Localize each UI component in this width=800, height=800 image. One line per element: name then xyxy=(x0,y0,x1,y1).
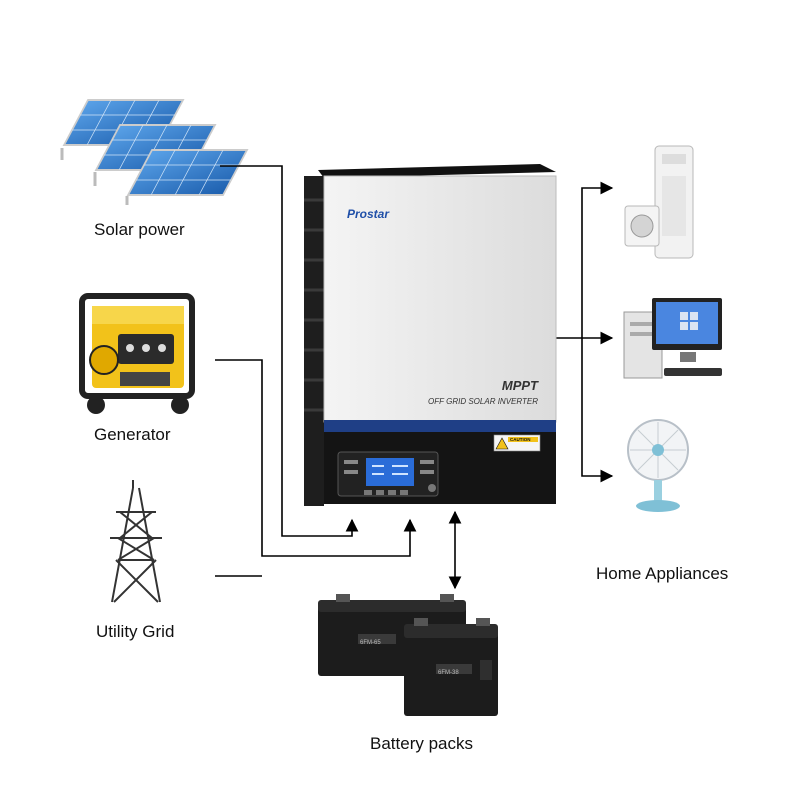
utility-tower-icon xyxy=(110,480,162,603)
utility-grid-label: Utility Grid xyxy=(96,622,175,641)
electric-fan-icon xyxy=(627,419,689,512)
battery-model-left: 6FM-65 xyxy=(360,640,381,646)
battery-packs-icon xyxy=(318,594,498,716)
desktop-computer-icon xyxy=(623,298,722,379)
inverter-subtitle: OFF GRID SOLAR INVERTER xyxy=(428,397,538,406)
solar-power-label: Solar power xyxy=(94,220,185,239)
air-conditioner-icon xyxy=(624,145,694,259)
generator-icon xyxy=(79,293,195,414)
inverter-unit xyxy=(304,164,557,506)
connection-lines xyxy=(215,165,614,590)
home-appliances-label: Home Appliances xyxy=(596,564,729,583)
caution-label: CAUTION xyxy=(510,437,531,442)
inverter-model-line: MPPT xyxy=(502,378,539,393)
inverter-brand: Prostar xyxy=(347,207,390,221)
generator-label: Generator xyxy=(94,425,171,444)
battery-packs-label: Battery packs xyxy=(370,734,473,753)
battery-model-right: 6FM-38 xyxy=(438,670,459,676)
solar-panels-icon xyxy=(60,99,249,205)
